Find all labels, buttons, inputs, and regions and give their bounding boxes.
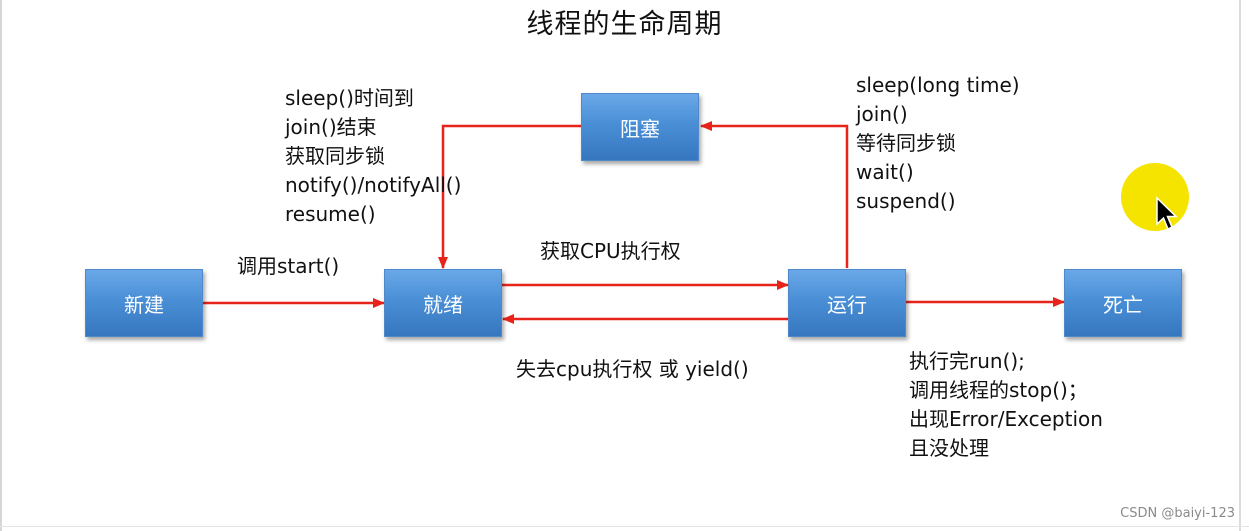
label-running-to-dead: 执行完run(); 调用线程的stop()； 出现Error/Exception… (909, 347, 1103, 463)
label-blocked-to-ready: sleep()时间到 join()结束 获取同步锁 notify()/notif… (285, 84, 461, 229)
label-line: 且没处理 (909, 436, 989, 460)
frame-bottom-border (0, 526, 1249, 527)
mouse-cursor-icon (1156, 196, 1178, 231)
label-line: suspend() (856, 189, 956, 213)
label-line: 出现Error/Exception (909, 407, 1103, 431)
state-ready: 就绪 (384, 269, 502, 337)
state-dead: 死亡 (1064, 269, 1182, 337)
arrow-running-to-blocked (700, 121, 849, 268)
frame-right-border (1239, 0, 1241, 531)
state-new: 新建 (85, 269, 203, 337)
label-line: notify()/notifyAll() (285, 173, 462, 197)
pointer-highlight (1121, 163, 1189, 231)
state-running: 运行 (788, 269, 906, 337)
label-line: 获取同步锁 (285, 144, 385, 168)
label-line: wait() (856, 160, 914, 184)
label-line: 执行完run(); (909, 349, 1025, 373)
arrow-blocked-to-ready (438, 124, 581, 269)
label-line: sleep()时间到 (285, 86, 414, 110)
label-line: 等待同步锁 (856, 131, 956, 155)
watermark: CSDN @baiyi-123 (1120, 506, 1235, 521)
label-line: sleep(long time) (856, 73, 1020, 97)
label-line: resume() (285, 202, 376, 226)
diagram-title: 线程的生命周期 (526, 9, 723, 40)
label-ready-to-running: 获取CPU执行权 (540, 239, 681, 263)
label-line: join() (856, 102, 908, 126)
label-running-to-ready: 失去cpu执行权 或 yield() (516, 357, 749, 381)
state-blocked: 阻塞 (581, 93, 699, 161)
frame-left-border (0, 0, 2, 531)
label-new-to-ready: 调用start() (237, 254, 340, 278)
label-line: join()结束 (285, 115, 377, 139)
label-line: 调用线程的stop()； (909, 378, 1088, 402)
label-running-to-blocked: sleep(long time) join() 等待同步锁 wait() sus… (856, 71, 1020, 216)
